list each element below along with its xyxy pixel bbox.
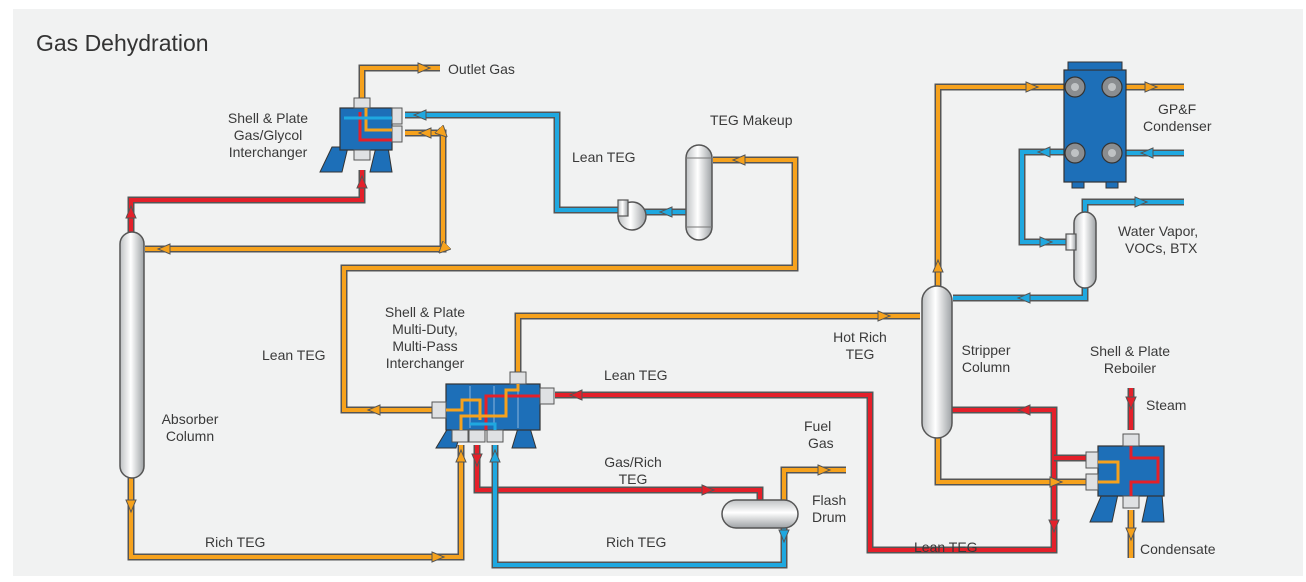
label-reboiler-1: Shell & Plate [1090,343,1170,359]
stripper-column [921,285,953,439]
vapor-separator [1065,211,1097,289]
label-lean-teg-top: Lean TEG [572,149,636,165]
label-gas-glycol-interchanger-1: Shell & Plate [228,110,308,126]
label-multi-duty-3: Multi-Pass [392,338,457,354]
labels: Outlet Gas Shell & Plate Gas/Glycol Inte… [162,61,1216,557]
teg-makeup-tank [685,144,713,241]
label-stripper-column-2: Column [962,359,1010,375]
diagram-title: Gas Dehydration [36,30,209,56]
label-condensate: Condensate [1140,541,1216,557]
label-hot-rich-teg-1: Hot Rich [833,329,887,345]
label-flash-drum-1: Flash [812,492,846,508]
label-gpf-condenser-2: Condenser [1143,118,1212,134]
label-lean-teg-bottom: Lean TEG [914,539,978,555]
label-rich-teg-bottom: Rich TEG [606,534,666,550]
label-reboiler-2: Reboiler [1104,360,1156,376]
label-multi-duty-2: Multi-Duty, [392,321,458,337]
label-water-vapor-1: Water Vapor, [1118,223,1198,239]
label-gas-glycol-interchanger-2: Gas/Glycol [234,127,302,143]
label-fuel-gas-2: Gas [808,435,834,451]
label-gas-rich-teg-2: TEG [619,471,648,487]
label-gas-rich-teg-1: Gas/Rich [604,454,662,470]
label-teg-makeup: TEG Makeup [710,112,793,128]
label-multi-duty-1: Shell & Plate [385,304,465,320]
label-hot-rich-teg-2: TEG [846,346,875,362]
label-outlet-gas: Outlet Gas [448,61,515,77]
label-flash-drum-2: Drum [812,509,846,525]
label-absorber-column-1: Absorber [162,411,219,427]
label-gas-glycol-interchanger-3: Interchanger [229,144,308,160]
gas-glycol-interchanger [319,97,403,173]
lean-teg-orange-loop [340,156,799,414]
label-rich-teg-left: Rich TEG [205,534,265,550]
absorber-column [119,231,145,479]
reboiler [1085,433,1165,523]
label-stripper-column-1: Stripper [961,342,1010,358]
label-steam: Steam [1146,397,1186,413]
label-fuel-gas-1: Fuel [804,418,831,434]
label-multi-duty-4: Interchanger [386,355,465,371]
label-gpf-condenser-1: GP&F [1158,101,1196,117]
label-lean-teg-left: Lean TEG [262,347,326,363]
gpf-condenser [1063,61,1127,189]
label-absorber-column-2: Column [166,428,214,444]
label-lean-teg-middle: Lean TEG [604,367,668,383]
stripper-vapor-line [934,83,1072,290]
label-water-vapor-2: VOCs, BTX [1125,240,1198,256]
multi-duty-interchanger [431,371,555,449]
flash-drum [721,499,799,529]
rich-teg-line [127,445,465,561]
outlet-gas-line [358,64,440,112]
flow-arrows [125,62,1159,563]
lean-teg-pump [617,199,647,231]
